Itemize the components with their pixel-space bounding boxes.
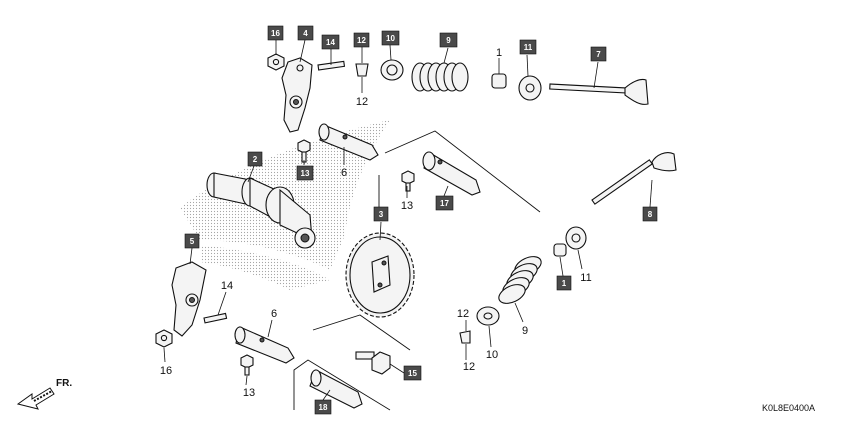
camshaft-2 (206, 172, 316, 249)
callout-17: 17 (440, 199, 449, 208)
frame-line-bottom (293, 359, 391, 411)
leader-lines (163, 39, 653, 401)
callout-13-right: 13 (401, 200, 413, 212)
rocker-arm-5 (171, 261, 207, 337)
nut-16-upper (267, 53, 285, 71)
callout-5-box: 5 (184, 233, 200, 249)
callout-12-lower-b: 12 (463, 361, 475, 373)
frame-line-upper (384, 130, 541, 213)
callout-12-upper-b: 12 (356, 96, 368, 108)
callout-4-box: 4 (297, 25, 314, 41)
shaft-17 (422, 151, 481, 196)
nut-16-lower (155, 329, 173, 348)
stem-seal-1-upper (491, 73, 507, 89)
callout-2: 2 (253, 155, 258, 164)
callout-16-lower: 16 (160, 365, 172, 377)
retainer-11-upper (518, 75, 542, 101)
callout-18: 18 (319, 403, 328, 412)
callout-1-lower-box: 1 (556, 275, 572, 291)
callout-1-lower: 1 (562, 279, 567, 288)
callout-12-lower-a: 12 (457, 308, 469, 320)
callout-17-box: 17 (435, 195, 454, 211)
rocker-shaft-6-upper (318, 123, 379, 161)
callout-13-lower: 13 (243, 387, 255, 399)
callout-10-upper-box: 10 (381, 30, 400, 46)
callout-12-upper: 12 (357, 36, 366, 45)
bolt-13-right (401, 170, 415, 192)
callout-8-box: 8 (642, 206, 658, 222)
callout-7: 7 (596, 50, 601, 59)
front-direction-label: FR. (56, 378, 72, 389)
callout-15: 15 (408, 369, 417, 378)
rocker-arm-4 (281, 57, 313, 133)
shaft-18 (309, 369, 363, 409)
callout-11-lower: 11 (580, 272, 591, 284)
diagram-code: K0L8E0400A (762, 403, 815, 413)
callout-11-upper: 11 (524, 43, 533, 52)
callout-8: 8 (648, 210, 653, 219)
front-direction-arrow: FR. (16, 378, 72, 410)
rocker-shaft-6-lower (234, 326, 295, 364)
cotter-12-lower (459, 330, 471, 344)
callout-2-box: 2 (247, 151, 263, 167)
valve-7 (549, 78, 649, 105)
valve-spring-9-lower (498, 256, 542, 304)
callout-18-box: 18 (314, 399, 332, 415)
retainer-11-lower (565, 226, 587, 250)
callout-6-upper: 6 (341, 167, 347, 179)
callout-9-lower: 9 (522, 325, 528, 337)
cotter-12-upper (355, 63, 369, 77)
callout-9-upper: 9 (446, 36, 451, 45)
callout-12-upper-box: 12 (353, 32, 370, 48)
callout-3-box: 3 (373, 206, 389, 222)
callout-4: 4 (303, 29, 308, 38)
stem-seal-1-lower (553, 243, 567, 257)
callout-6-lower: 6 (271, 308, 277, 320)
callout-16-upper-box: 16 (267, 25, 284, 41)
callout-10-upper: 10 (386, 34, 395, 43)
bolt-15 (355, 351, 391, 375)
callout-14-lower: 14 (221, 280, 233, 292)
callout-13-camside: 13 (301, 169, 310, 178)
callout-1-upper: 1 (496, 47, 502, 59)
callout-14-upper: 14 (326, 38, 335, 47)
callout-10-lower: 10 (486, 349, 498, 361)
bolt-13-lower (240, 354, 254, 376)
callout-14-upper-box: 14 (321, 34, 340, 50)
callout-16-upper: 16 (271, 29, 280, 38)
cam-sprocket-3 (345, 232, 415, 318)
callout-3: 3 (379, 210, 384, 219)
callout-13-camside-box: 13 (296, 165, 314, 181)
callout-11-upper-box: 11 (519, 39, 537, 55)
callout-7-box: 7 (590, 46, 607, 62)
callout-9-upper-box: 9 (439, 32, 458, 48)
adjuster-screw-14-lower (203, 312, 228, 324)
valve-8 (591, 152, 677, 205)
spring-seat-10-upper (380, 59, 404, 81)
callout-5: 5 (190, 237, 195, 246)
frame-line-lower (312, 314, 411, 351)
spring-seat-10-lower (476, 306, 500, 326)
valve-spring-9-upper (411, 62, 469, 92)
callout-15-box: 15 (403, 365, 422, 381)
